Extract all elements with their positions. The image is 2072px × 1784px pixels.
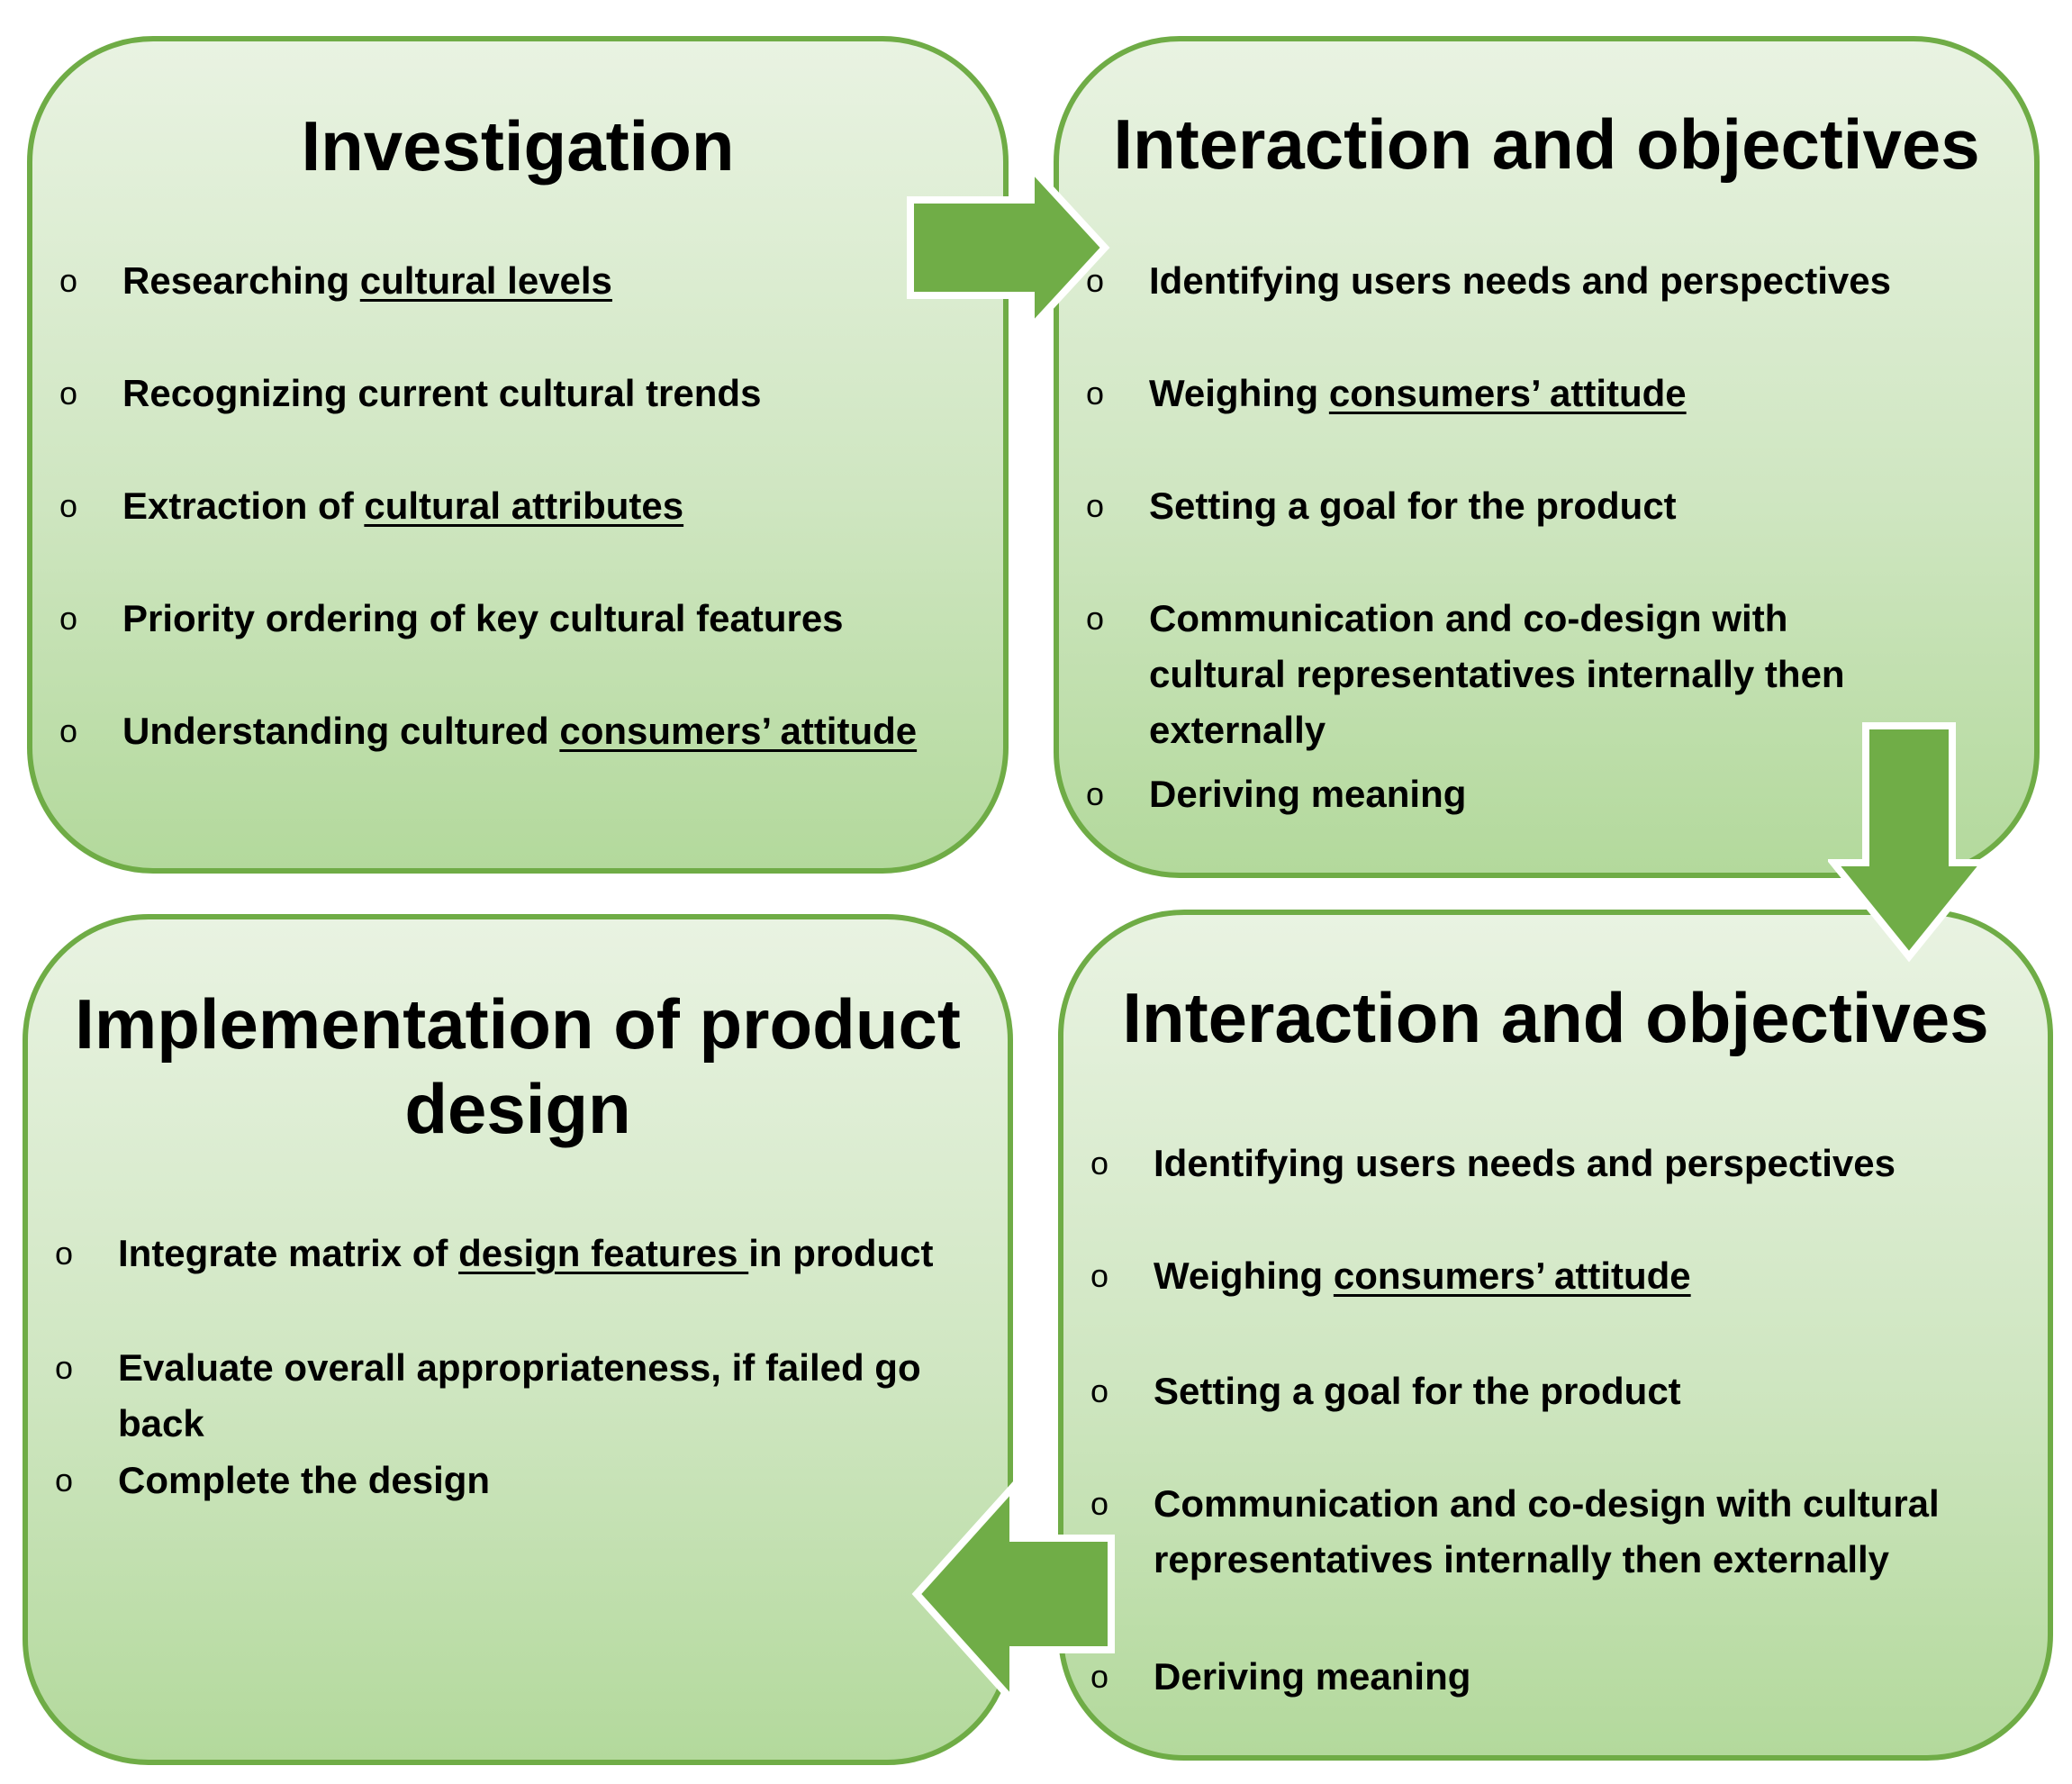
arrow-down-icon [1828,722,1990,963]
underlined-term: consumers’ attitude [1333,1254,1691,1297]
panel-title: Implementation of product design [75,984,961,1148]
bullet-icon: o [55,1235,74,1272]
bullet-icon: o [1090,1658,1109,1695]
panel-title: Interaction and objectives [1113,104,1980,184]
bullet-icon: o [55,1462,74,1499]
bullet-icon: o [1090,1485,1109,1522]
underlined-term: design features [458,1232,749,1274]
bullet-icon: o [1086,262,1105,299]
bullet-icon: o [59,487,78,524]
bullet-icon: o [55,1349,74,1386]
bullet-icon: o [1086,487,1105,524]
bullet-icon: o [59,712,78,749]
bullet-icon: o [1086,600,1105,637]
bullet-icon: o [59,262,78,299]
bullet-icon: o [1086,375,1105,412]
bullet-icon: o [1090,1145,1109,1182]
panel-title: Interaction and objectives [1122,978,1989,1057]
bullet-icon: o [59,375,78,412]
bullet-icon: o [1090,1257,1109,1294]
bullet-icon: o [1090,1372,1109,1409]
underlined-term: consumers’ attitude [1328,372,1687,414]
bullet-icon: o [59,600,78,637]
underlined-term: cultural levels [359,259,612,302]
underlined-term: consumers’ attitude [559,710,918,752]
arrow-left-icon [911,1481,1115,1707]
arrow-right-icon [907,162,1110,333]
panel-title: Investigation [301,106,735,186]
underlined-term: cultural attributes [364,484,684,527]
bullet-icon: o [1086,775,1105,812]
